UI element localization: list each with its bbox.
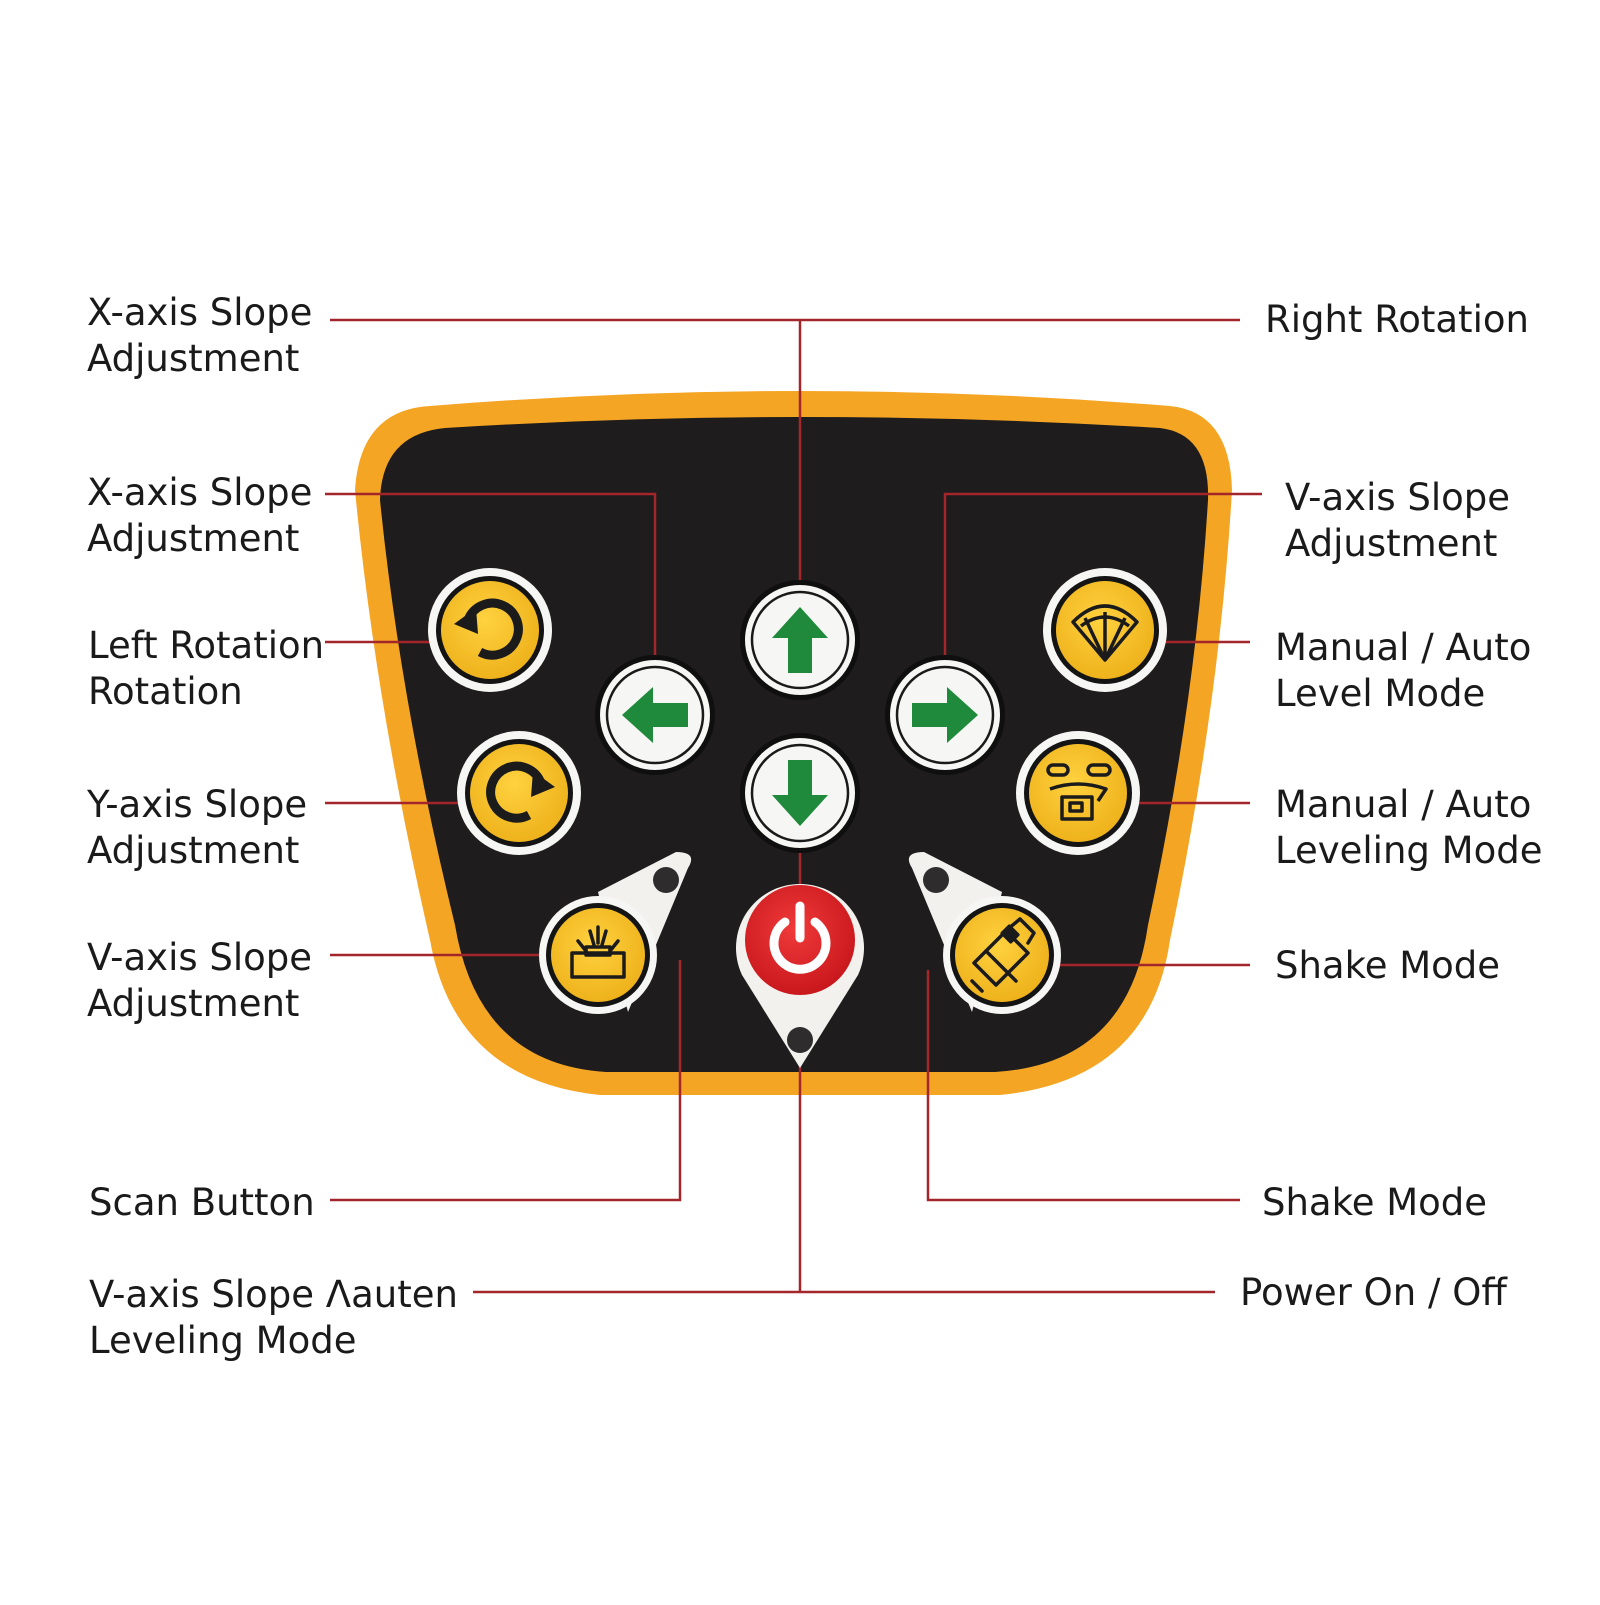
arrow-up-button[interactable] <box>740 580 860 700</box>
label-line-2: Adjustment <box>87 982 300 1025</box>
arrow-down-icon <box>772 760 828 826</box>
label-line-2: Rotation <box>88 670 243 713</box>
arrow-left-icon <box>622 687 688 743</box>
label-line-1: V-axis Slope <box>1285 476 1511 519</box>
shake-icon <box>970 917 1036 993</box>
label-line-1: Right Rotation <box>1265 298 1529 341</box>
rotate-cw-icon <box>486 761 555 823</box>
label-x-axis-slope-top: X-axis Slope Adjustment <box>87 290 312 382</box>
label-line-1: Scan Button <box>89 1181 315 1224</box>
arrow-right-icon <box>912 687 978 743</box>
label-line-2: Adjustment <box>87 517 300 560</box>
label-left-rotation: Left Rotation Rotation <box>88 623 324 715</box>
arrow-left-button[interactable] <box>595 655 715 775</box>
label-shake-mode-bottom: Shake Mode <box>1262 1180 1487 1226</box>
leveling-mode-button[interactable] <box>1016 731 1140 855</box>
label-line-2: Leveling Mode <box>89 1319 357 1362</box>
label-line-1: Manual / Auto <box>1275 626 1532 669</box>
power-button[interactable] <box>745 885 855 995</box>
label-line-2: Leveling Mode <box>1275 829 1543 872</box>
power-indicator-dot <box>787 1027 813 1053</box>
scan-icon <box>570 925 626 979</box>
label-right-rotation: Right Rotation <box>1265 297 1529 343</box>
shake-indicator-dot <box>923 867 949 893</box>
label-manual-auto-level: Manual / Auto Level Mode <box>1275 625 1531 717</box>
label-line-2: Level Mode <box>1275 672 1486 715</box>
label-y-axis-slope: Y-axis Slope Adjustment <box>87 782 307 874</box>
label-line-2: Adjustment <box>87 829 300 872</box>
label-line-1: Shake Mode <box>1275 944 1501 987</box>
leader-shake-bottom <box>926 970 1240 1202</box>
leader-right-arrow <box>943 492 1262 665</box>
leveling-icon <box>1046 763 1112 821</box>
label-scan-button: Scan Button <box>89 1180 315 1226</box>
label-line-1: Y-axis Slope <box>87 783 308 826</box>
scan-indicator-dot <box>653 867 679 893</box>
leader-scan-bottom <box>330 960 682 1202</box>
label-line-1: Manual / Auto <box>1275 783 1532 826</box>
label-x-axis-slope: X-axis Slope Adjustment <box>87 470 312 562</box>
label-line-2: Adjustment <box>1285 522 1498 565</box>
label-manual-auto-leveling: Manual / Auto Leveling Mode <box>1275 782 1542 874</box>
scan-button[interactable] <box>539 896 657 1014</box>
label-line-1: X-axis Slope <box>87 471 313 514</box>
label-power-on-off: Power On / Off <box>1240 1270 1507 1316</box>
shake-button[interactable] <box>943 896 1061 1014</box>
label-line-1: V-axis Slope Λauten <box>89 1273 458 1316</box>
label-line-1: Left Rotation <box>88 624 325 667</box>
label-line-1: X-axis Slope <box>87 291 313 334</box>
label-line-1: Shake Mode <box>1262 1181 1488 1224</box>
rotate-ccw-icon <box>454 598 523 660</box>
label-line-1: Power On / Off <box>1240 1271 1507 1314</box>
label-shake-mode: Shake Mode <box>1275 943 1500 989</box>
power-icon <box>769 901 831 974</box>
arrow-down-button[interactable] <box>740 733 860 853</box>
arrow-right-button[interactable] <box>885 655 1005 775</box>
label-v-axis-slope-left: V-axis Slope Adjustment <box>87 935 312 1027</box>
label-line-2: Adjustment <box>87 337 300 380</box>
rotate-right-button[interactable] <box>457 731 581 855</box>
level-mode-button[interactable] <box>1043 568 1167 692</box>
label-line-1: V-axis Slope <box>87 936 313 979</box>
label-v-axis-slope-right: V-axis Slope Adjustment <box>1285 475 1510 567</box>
leader-left-arrow <box>325 492 657 665</box>
arrow-up-icon <box>772 607 828 673</box>
level-fan-icon <box>1071 604 1139 662</box>
label-v-axis-slope-leveling: V-axis Slope Λauten Leveling Mode <box>89 1272 458 1364</box>
rotate-left-button[interactable] <box>428 568 552 692</box>
